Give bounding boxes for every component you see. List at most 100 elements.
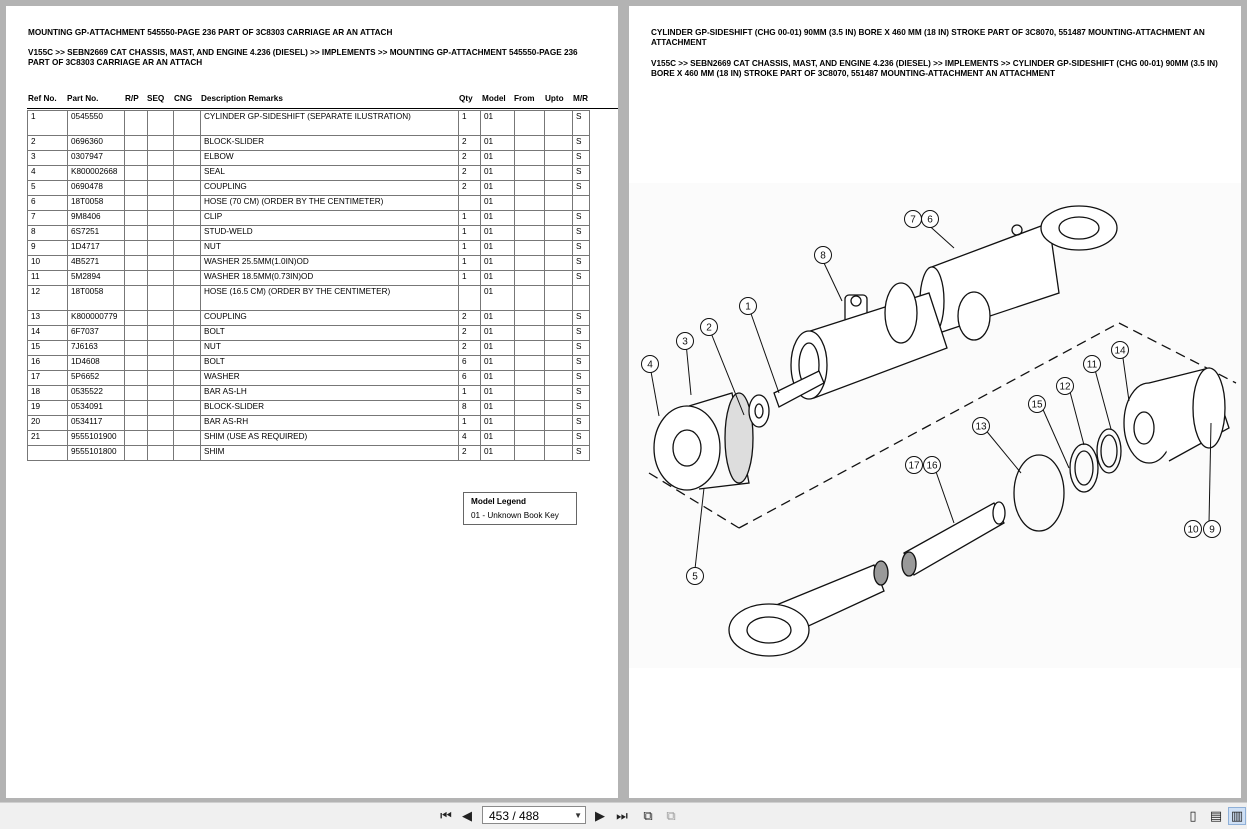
right-page: CYLINDER GP-SIDESHIFT (CHG 00-01) 90MM (… bbox=[629, 6, 1241, 798]
cell-desc: BAR AS-RH bbox=[200, 415, 459, 431]
cell-ref: 7 bbox=[27, 210, 68, 226]
cell-rp bbox=[124, 110, 148, 136]
cell-ref: 3 bbox=[27, 150, 68, 166]
cell-ref: 19 bbox=[27, 400, 68, 416]
cell-upto bbox=[544, 285, 573, 311]
cell-part: 9555101800 bbox=[67, 445, 125, 461]
cell-from bbox=[514, 285, 545, 311]
cell-qty bbox=[458, 195, 481, 211]
cell-ref: 15 bbox=[27, 340, 68, 356]
fit-width-icon[interactable]: ⧉ bbox=[666, 808, 676, 823]
cell-rp bbox=[124, 445, 148, 461]
cell-model: 01 bbox=[480, 255, 515, 271]
cell-mr: S bbox=[572, 110, 590, 136]
cell-desc: NUT bbox=[200, 340, 459, 356]
col-upto-header: Upto bbox=[545, 94, 564, 103]
cell-mr: S bbox=[572, 270, 590, 286]
prev-page-icon[interactable]: ◀ bbox=[462, 808, 472, 823]
cell-ref: 10 bbox=[27, 255, 68, 271]
cell-upto bbox=[544, 165, 573, 181]
cell-rp bbox=[124, 340, 148, 356]
callout-label: 8 bbox=[820, 251, 826, 262]
callout-label: 14 bbox=[1114, 346, 1126, 357]
cell-ref: 2 bbox=[27, 135, 68, 151]
cell-mr: S bbox=[572, 225, 590, 241]
cell-qty: 8 bbox=[458, 400, 481, 416]
cell-seq bbox=[147, 135, 174, 151]
cell-part: 4B5271 bbox=[67, 255, 125, 271]
cell-ref: 16 bbox=[27, 355, 68, 371]
pdf-toolbar: ⏮ ◀ 453 / 488 ▼ ▶ ⏭ ⧉ ⧉ ▯ ▤ ▥ bbox=[0, 802, 1247, 829]
next-page-icon[interactable]: ▶ bbox=[595, 808, 605, 823]
callout-label: 15 bbox=[1031, 400, 1043, 411]
cell-seq bbox=[147, 400, 174, 416]
cell-cng bbox=[173, 340, 201, 356]
cell-part: 0545550 bbox=[67, 110, 125, 136]
cell-seq bbox=[147, 210, 174, 226]
cell-mr: S bbox=[572, 255, 590, 271]
cell-mr bbox=[572, 195, 590, 211]
callout-label: 16 bbox=[926, 461, 938, 472]
single-page-view-icon[interactable]: ▯ bbox=[1189, 808, 1197, 823]
cell-seq bbox=[147, 385, 174, 401]
callout-label: 3 bbox=[682, 337, 688, 348]
cell-part: 18T0058 bbox=[67, 285, 125, 311]
cell-qty: 1 bbox=[458, 270, 481, 286]
callout-label: 5 bbox=[692, 572, 698, 583]
cell-upto bbox=[544, 325, 573, 341]
cell-upto bbox=[544, 385, 573, 401]
col-qty-header: Qty bbox=[459, 94, 473, 103]
page-number-select[interactable]: 453 / 488 ▼ bbox=[482, 806, 586, 824]
col-mr-header: M/R bbox=[573, 94, 589, 103]
col-cng-header: CNG bbox=[174, 94, 193, 103]
cell-mr: S bbox=[572, 400, 590, 416]
callout-circle bbox=[1028, 395, 1046, 413]
cell-rp bbox=[124, 310, 148, 326]
cell-mr: S bbox=[572, 415, 590, 431]
breadcrumb: V155C >> SEBN2669 CAT CHASSIS, MAST, AND… bbox=[28, 48, 578, 67]
cell-part: 1D4608 bbox=[67, 355, 125, 371]
cell-upto bbox=[544, 255, 573, 271]
cell-cng bbox=[173, 370, 201, 386]
cell-cng bbox=[173, 415, 201, 431]
cell-qty: 2 bbox=[458, 310, 481, 326]
callout-label: 10 bbox=[1187, 525, 1199, 536]
cell-desc: NUT bbox=[200, 240, 459, 256]
cell-desc: COUPLING bbox=[200, 310, 459, 326]
page-indicator: 453 / 488 bbox=[489, 809, 540, 823]
first-page-icon[interactable]: ⏮ bbox=[440, 808, 452, 823]
cell-ref: 4 bbox=[27, 165, 68, 181]
legend-title: Model Legend bbox=[471, 497, 527, 506]
cell-rp bbox=[124, 385, 148, 401]
last-page-icon[interactable]: ⏭ bbox=[616, 808, 628, 823]
cell-ref bbox=[27, 445, 68, 461]
callout-label: 12 bbox=[1059, 382, 1071, 393]
col-rp-header: R/P bbox=[125, 94, 139, 103]
cell-rp bbox=[124, 400, 148, 416]
cell-rp bbox=[124, 325, 148, 341]
cell-part: 0534091 bbox=[67, 400, 125, 416]
cell-part: 0535522 bbox=[67, 385, 125, 401]
breadcrumb: V155C >> SEBN2669 CAT CHASSIS, MAST, AND… bbox=[651, 59, 1218, 78]
fit-page-icon[interactable]: ⧉ bbox=[643, 808, 653, 823]
cell-mr: S bbox=[572, 325, 590, 341]
cell-qty: 2 bbox=[458, 180, 481, 196]
cell-cng bbox=[173, 165, 201, 181]
continuous-view-icon[interactable]: ▤ bbox=[1209, 808, 1223, 823]
cell-desc: BAR AS-LH bbox=[200, 385, 459, 401]
cell-desc: WASHER 25.5MM(1.0IN)OD bbox=[200, 255, 459, 271]
cell-mr: S bbox=[572, 180, 590, 196]
two-page-view-icon[interactable]: ▥ bbox=[1228, 807, 1246, 825]
cell-cng bbox=[173, 150, 201, 166]
callout-circle bbox=[905, 456, 923, 474]
cell-mr: S bbox=[572, 240, 590, 256]
cell-model: 01 bbox=[480, 385, 515, 401]
